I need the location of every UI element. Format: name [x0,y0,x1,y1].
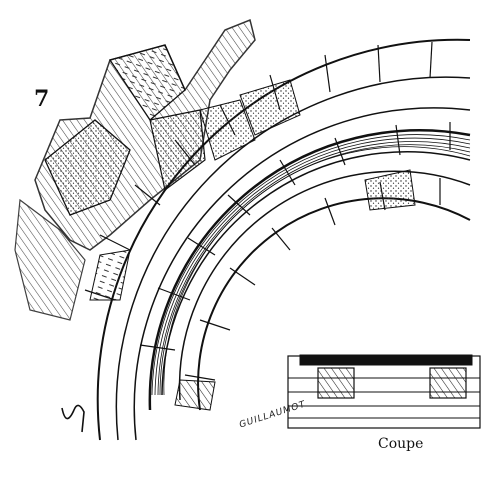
dotted-stones [89,79,416,411]
rubble-masonry [14,18,256,321]
banded-intrados [151,134,471,396]
monogram-mark [61,404,85,433]
arch-ring-4 [148,129,471,411]
arch-ring-6 [178,170,471,401]
section-inset [287,354,481,429]
arch-ring-3 [133,107,471,441]
arch-ring-5 [161,151,471,396]
arch-ring-2 [115,76,471,441]
section-caption: Coupe [378,436,424,452]
figure-number: 7 [34,86,50,112]
